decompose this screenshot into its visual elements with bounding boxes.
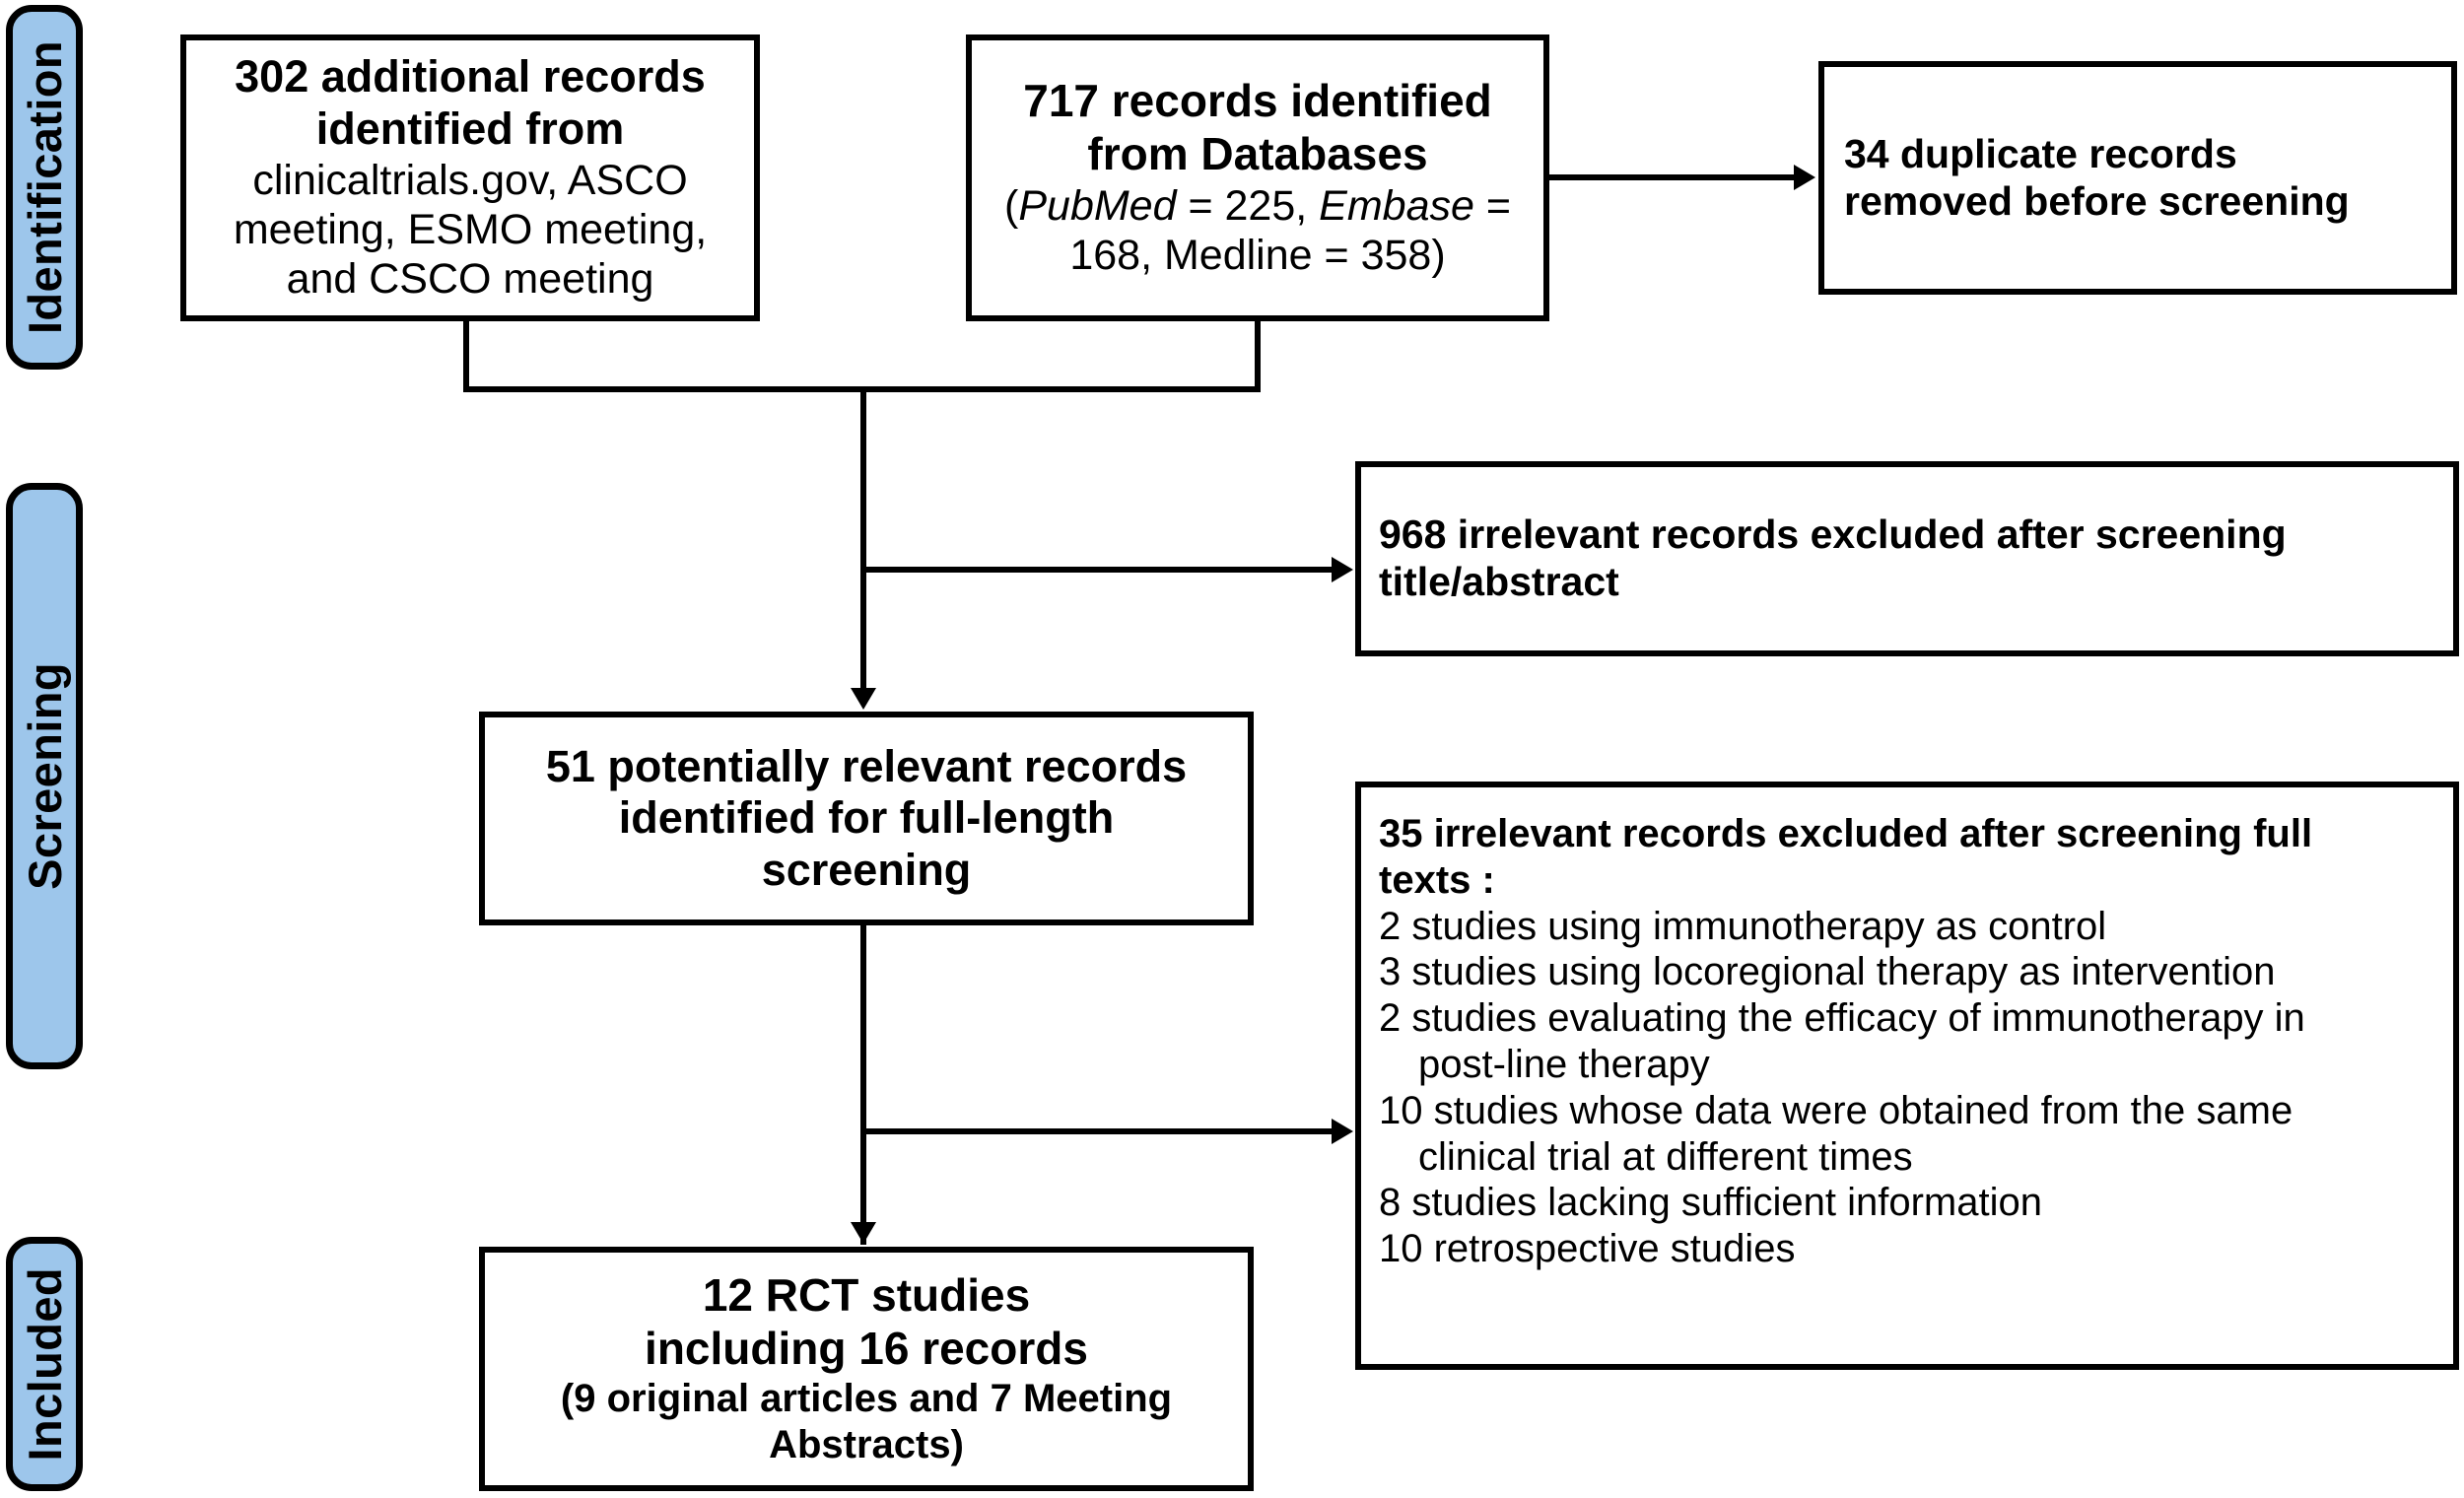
excluded-reason-item-cont: clinical trial at different times xyxy=(1418,1134,1913,1179)
connector-duplicates xyxy=(1549,174,1799,180)
included-studies-sub-line2: Abstracts) xyxy=(769,1422,964,1466)
excluded-full-text-heading-line2: texts : xyxy=(1379,857,1495,902)
excluded-title-abstract-line2: title/abstract xyxy=(1379,559,1619,604)
box-database-records: 717 records identified from Databases (P… xyxy=(966,34,1549,321)
excluded-reason-item-cont: post-line therapy xyxy=(1418,1042,1710,1086)
database-records-sources-line1: (PubMed = 225, Embase = xyxy=(993,181,1522,231)
stage-pill-screening: Screening xyxy=(6,483,83,1069)
database-records-source-embase: Embase xyxy=(1319,182,1474,231)
full-text-screening-line3: screening xyxy=(761,844,972,895)
excluded-reason-item: 2 studies using immunotherapy as control xyxy=(1379,904,2107,948)
box-excluded-full-text: 35 irrelevant records excluded after scr… xyxy=(1355,782,2459,1370)
database-records-embase-eq: = xyxy=(1473,182,1511,231)
box-included-studies: 12 RCT studies including 16 records (9 o… xyxy=(479,1247,1254,1491)
arrow-down-to-full-text-screening xyxy=(851,688,876,710)
included-studies-head-line1: 12 RCT studies xyxy=(702,1269,1031,1322)
database-records-sources-line2: 168, Medline = 358) xyxy=(1069,232,1446,280)
additional-records-body-line1: clinicaltrials.gov, ASCO xyxy=(252,156,688,204)
stage-label-identification: Identification xyxy=(18,39,71,335)
excluded-title-abstract-line1: 968 irrelevant records excluded after sc… xyxy=(1379,511,2287,558)
additional-records-head-line1: 302 additional records xyxy=(235,51,706,102)
included-studies-sub-line1: (9 original articles and 7 Meeting xyxy=(560,1377,1173,1421)
connector-main-trunk xyxy=(860,386,866,690)
stage-label-screening: Screening xyxy=(18,662,71,890)
duplicates-removed-line1: 34 duplicate records xyxy=(1844,130,2237,176)
database-records-source-pubmed: PubMed xyxy=(1018,182,1177,231)
additional-records-body-line2: meeting, ESMO meeting, xyxy=(233,205,708,253)
box-additional-records: 302 additional records identified from c… xyxy=(180,34,760,321)
full-text-screening-line2: identified for full-length xyxy=(618,792,1115,844)
stage-label-included: Included xyxy=(18,1266,71,1462)
box-duplicates-removed: 34 duplicate records removed before scre… xyxy=(1818,61,2457,295)
database-records-head-line2: from Databases xyxy=(1087,128,1428,180)
excluded-reason-item: 3 studies using locoregional therapy as … xyxy=(1379,950,2276,994)
arrow-right-to-excluded-full-text xyxy=(1332,1119,1353,1144)
full-text-screening-line1: 51 potentially relevant records xyxy=(545,740,1188,791)
excluded-reason-item: 10 studies whose data were obtained from… xyxy=(1379,1088,2293,1132)
connector-trunk-lower xyxy=(860,924,866,1245)
connector-additional-down xyxy=(463,320,469,392)
excluded-reason-item: 2 studies evaluating the efficacy of imm… xyxy=(1379,996,2305,1041)
stage-pill-included: Included xyxy=(6,1237,83,1491)
connector-branch-title-abstract xyxy=(860,567,1337,573)
included-studies-head-line2: including 16 records xyxy=(645,1323,1088,1375)
database-records-pubmed-count: = 225, xyxy=(1176,182,1320,231)
excluded-full-text-heading-line1: 35 irrelevant records excluded after scr… xyxy=(1379,812,2313,855)
connector-branch-full-text xyxy=(860,1128,1337,1134)
box-excluded-title-abstract: 968 irrelevant records excluded after sc… xyxy=(1355,461,2459,656)
arrow-down-to-included-studies xyxy=(851,1222,876,1244)
additional-records-head-line2: identified from xyxy=(315,103,625,155)
excluded-reason-item: 10 retrospective studies xyxy=(1379,1227,1796,1271)
database-records-paren-open: ( xyxy=(1004,182,1019,231)
arrow-right-to-duplicates xyxy=(1794,165,1815,190)
arrow-right-to-excluded-title-abstract xyxy=(1332,557,1353,582)
stage-pill-identification: Identification xyxy=(6,5,83,370)
database-records-head-line1: 717 records identified xyxy=(1023,75,1492,127)
excluded-reason-item: 8 studies lacking sufficient information xyxy=(1379,1181,2042,1225)
additional-records-body-line3: and CSCO meeting xyxy=(286,255,654,304)
box-full-text-screening: 51 potentially relevant records identifi… xyxy=(479,712,1254,925)
connector-databases-down xyxy=(1255,320,1261,392)
duplicates-removed-line2: removed before screening xyxy=(1844,177,2350,224)
